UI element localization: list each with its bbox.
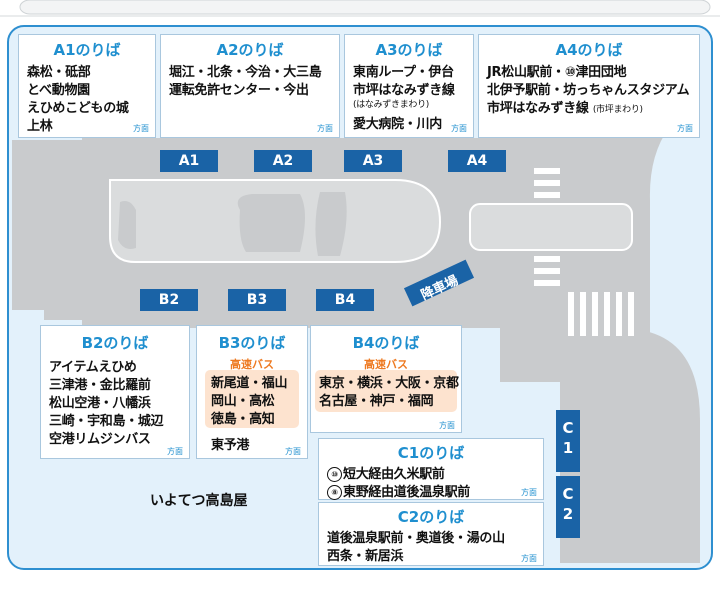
card-a4-line: 北伊予駅前・坊っちゃんスタジアム xyxy=(487,83,690,98)
card-c1-route-text: 東野経由道後温泉駅前 xyxy=(343,485,471,500)
card-b3-highway-line: 徳島・高知 xyxy=(211,412,275,427)
route-number-badge: ⑧ xyxy=(327,485,342,500)
card-b2-line: 空港リムジンバス xyxy=(49,432,151,447)
card-c2-line: 道後温泉駅前・奥道後・湯の山 xyxy=(327,531,505,546)
crosswalk xyxy=(534,168,634,336)
highway-bus-label: 高速バス xyxy=(364,358,408,371)
route-number-badge: ⑩ xyxy=(564,65,576,80)
card-a4-line1-a: JR松山駅前・ xyxy=(487,65,565,80)
card-a1-line: 森松・砥部 xyxy=(27,65,91,80)
direction-label: 方面 xyxy=(677,124,693,133)
badge-b3[interactable]: B3 xyxy=(228,289,286,311)
card-a3: A3のりば 東南ループ・伊台 市坪はなみずき線 (はなみずきまわり) 愛大病院・… xyxy=(344,34,474,138)
card-b2-line: 三崎・宇和島・城辺 xyxy=(49,414,164,429)
card-b3-title: B3のりば xyxy=(218,334,286,352)
card-a1-title: A1のりば xyxy=(53,41,121,59)
badge-b4[interactable]: B4 xyxy=(316,289,374,311)
card-a2-title: A2のりば xyxy=(216,41,284,59)
card-b4-highway-line: 名古屋・神戸・福岡 xyxy=(319,394,434,409)
card-a3-sub-note: (はなみずきまわり) xyxy=(353,100,430,110)
direction-label: 方面 xyxy=(133,124,149,133)
highway-bus-box xyxy=(205,370,299,428)
card-b2-line: アイテムえひめ xyxy=(49,360,137,375)
direction-label: 方面 xyxy=(317,124,333,133)
card-c1-route-text: 短大経由久米駅前 xyxy=(343,467,445,482)
card-a4: A4のりば JR松山駅前・⑩津田団地 北伊予駅前・坊っちゃんスタジアム 市坪はな… xyxy=(478,34,700,138)
store-label: いよてつ高島屋 xyxy=(150,493,248,509)
card-b2-line: 三津港・金比羅前 xyxy=(49,378,151,393)
card-b2: B2のりば アイテムえひめ 三津港・金比羅前 松山空港・八幡浜 三崎・宇和島・城… xyxy=(40,325,190,459)
route-number-badge: ⑩ xyxy=(327,467,342,482)
badge-c2-letter: C xyxy=(562,485,574,503)
direction-label: 方面 xyxy=(167,447,183,456)
badge-c1-letter: C xyxy=(562,419,574,437)
card-b3-highway-line: 新尾道・福山 xyxy=(211,376,288,391)
card-a3-line: 愛大病院・川内 xyxy=(353,117,442,132)
direction-label: 方面 xyxy=(521,554,537,563)
card-a2-line: 堀江・北条・今治・大三島 xyxy=(169,65,322,80)
card-a3-title: A3のりば xyxy=(375,41,443,59)
card-c1-title: C1のりば xyxy=(397,444,465,462)
card-a2-line: 運転免許センター・今出 xyxy=(169,83,309,98)
card-a3-line: 市坪はなみずき線 xyxy=(353,83,455,98)
highway-bus-label: 高速バス xyxy=(230,358,274,371)
card-b4-title: B4のりば xyxy=(352,334,420,352)
card-a4-title: A4のりば xyxy=(555,41,623,59)
direction-label: 方面 xyxy=(439,421,455,430)
card-b3-extra: 東予港 xyxy=(211,438,250,453)
direction-label: 方面 xyxy=(285,447,301,456)
card-c2-line: 西条・新居浜 xyxy=(327,549,404,564)
badge-a3[interactable]: A3 xyxy=(344,150,402,172)
direction-label: 方面 xyxy=(451,124,467,133)
drop-off-area xyxy=(403,259,475,307)
badge-b2[interactable]: B2 xyxy=(140,289,198,311)
card-b3: B3のりば 高速バス 新尾道・福山 岡山・高松 徳島・高知 東予港 方面 xyxy=(196,325,308,459)
card-a4-line3-note: (市坪まわり) xyxy=(592,105,643,115)
card-b2-title: B2のりば xyxy=(81,334,149,352)
direction-label: 方面 xyxy=(521,488,537,497)
card-a4-line1-b: 津田団地 xyxy=(575,65,627,80)
card-a1-line: 上林 xyxy=(27,119,53,134)
card-a4-line: 市坪はなみずき線 (市坪まわり) xyxy=(487,97,643,116)
card-c2-title: C2のりば xyxy=(397,508,465,526)
badge-a4[interactable]: A4 xyxy=(448,150,506,172)
card-a4-line3: 市坪はなみずき線 xyxy=(487,101,589,116)
card-a3-line: 東南ループ・伊台 xyxy=(353,65,454,80)
highway-bus-box xyxy=(315,370,457,412)
card-b2-line: 松山空港・八幡浜 xyxy=(49,396,151,411)
badge-a1[interactable]: A1 xyxy=(160,150,218,172)
badge-a2[interactable]: A2 xyxy=(254,150,312,172)
card-a1: A1のりば 森松・砥部 とべ動物園 えひめこどもの城 上林 方面 xyxy=(18,34,156,138)
card-a4-line: JR松山駅前・⑩津田団地 xyxy=(487,61,627,80)
badge-c2-number: 2 xyxy=(562,505,574,523)
card-b4: B4のりば 高速バス 東京・横浜・大阪・京都 名古屋・神戸・福岡 方面 xyxy=(310,325,462,433)
badge-c1[interactable]: C 1 xyxy=(556,410,580,472)
card-a1-line: とべ動物園 xyxy=(27,83,90,98)
card-b3-highway-line: 岡山・高松 xyxy=(211,394,275,409)
badge-c2[interactable]: C 2 xyxy=(556,476,580,538)
card-a2: A2のりば 堀江・北条・今治・大三島 運転免許センター・今出 方面 xyxy=(160,34,340,138)
card-a1-line: えひめこどもの城 xyxy=(27,101,129,116)
card-c2: C2のりば 道後温泉駅前・奥道後・湯の山 西条・新居浜 方面 xyxy=(318,502,544,566)
card-b4-highway-line: 東京・横浜・大阪・京都 xyxy=(319,376,459,391)
badge-c1-number: 1 xyxy=(562,439,574,457)
right-island xyxy=(469,203,633,251)
